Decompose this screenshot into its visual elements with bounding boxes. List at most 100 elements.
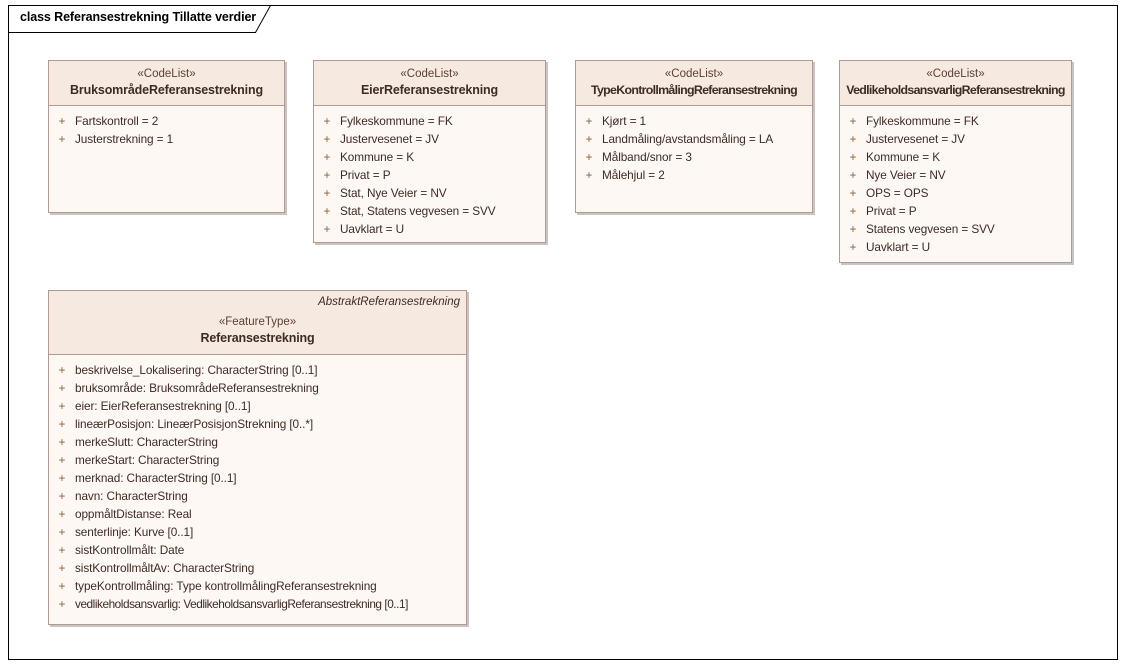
class-stereotype: «CodeList»: [400, 68, 459, 80]
visibility-marker: +: [849, 188, 857, 200]
attribute-row[interactable]: + vedlikeholdsansvarlig: Vedlikeholdsans…: [49, 595, 466, 613]
visibility-marker: +: [585, 134, 593, 146]
attribute-row[interactable]: + merknad: CharacterString [0..1]: [49, 469, 466, 487]
attribute-text: Justervesenet = JV: [866, 132, 965, 146]
attribute-row[interactable]: + Uavklart = U: [840, 238, 1071, 256]
class-header: «CodeList» EierReferansestrekning: [314, 61, 545, 106]
attribute-text: Målehjul = 2: [602, 168, 665, 182]
page-title: class Referansestrekning Tillatte verdie…: [20, 10, 257, 24]
attribute-row[interactable]: + eier: EierReferansestrekning [0..1]: [49, 397, 466, 415]
attribute-text: Stat, Nye Veier = NV: [340, 186, 447, 200]
attribute-row[interactable]: + Justervesenet = JV: [840, 130, 1071, 148]
attribute-text: Nye Veier = NV: [866, 168, 946, 182]
visibility-marker: +: [323, 116, 331, 128]
attribute-row[interactable]: + OPS = OPS: [840, 184, 1071, 202]
attribute-row[interactable]: + Privat = P: [314, 166, 545, 184]
attribute-row[interactable]: + Statens vegvesen = SVV: [840, 220, 1071, 238]
parent-class-name: AbstraktReferansestrekning: [318, 296, 460, 308]
attribute-row[interactable]: + Kjørt = 1: [576, 112, 812, 130]
class-box-vedlikeholdsansvarligreferansestrekning[interactable]: «CodeList» VedlikeholdsansvarligReferans…: [839, 60, 1072, 263]
attribute-text: Uavklart = U: [340, 222, 405, 236]
visibility-marker: +: [58, 527, 66, 539]
attribute-row[interactable]: + merkeStart: CharacterString: [49, 451, 466, 469]
visibility-marker: +: [323, 206, 331, 218]
visibility-marker: +: [323, 152, 331, 164]
class-header: AbstraktReferansestrekning «FeatureType»…: [49, 291, 466, 355]
visibility-marker: +: [323, 188, 331, 200]
attribute-row[interactable]: + Fylkeskommune = FK: [314, 112, 545, 130]
class-header: «CodeList» BruksområdeReferansestrekning: [49, 61, 284, 106]
class-name: VedlikeholdsansvarligReferansestrekning: [846, 83, 1065, 97]
attribute-text: sistKontrollmålt: Date: [75, 543, 185, 557]
attribute-text: OPS = OPS: [866, 186, 929, 200]
attribute-row[interactable]: + Målband/snor = 3: [576, 148, 812, 166]
attribute-row[interactable]: + merkeSlutt: CharacterString: [49, 433, 466, 451]
attribute-row[interactable]: + navn: CharacterString: [49, 487, 466, 505]
attribute-text: eier: EierReferansestrekning [0..1]: [75, 399, 251, 413]
class-box-typekontrollmalingreferansestrekning[interactable]: «CodeList» TypeKontrollmålingReferansest…: [575, 60, 813, 213]
attribute-text: oppmåltDistanse: Real: [75, 507, 192, 521]
attribute-row[interactable]: + Fartskontroll = 2: [49, 112, 284, 130]
attribute-row[interactable]: + Justervesenet = JV: [314, 130, 545, 148]
visibility-marker: +: [58, 116, 66, 128]
class-box-bruksomradereferansestrekning[interactable]: «CodeList» BruksområdeReferansestrekning…: [48, 60, 285, 213]
visibility-marker: +: [58, 134, 66, 146]
attribute-row[interactable]: + senterlinje: Kurve [0..1]: [49, 523, 466, 541]
attribute-row[interactable]: + Stat, Statens vegvesen = SVV: [314, 202, 545, 220]
class-header: «CodeList» TypeKontrollmålingReferansest…: [576, 61, 812, 106]
visibility-marker: +: [585, 170, 593, 182]
class-box-eierreferansestrekning[interactable]: «CodeList» EierReferansestrekning + Fylk…: [313, 60, 546, 243]
visibility-marker: +: [323, 224, 331, 236]
visibility-marker: +: [58, 437, 66, 449]
class-name: EierReferansestrekning: [360, 83, 499, 97]
class-box-referansestrekning[interactable]: AbstraktReferansestrekning «FeatureType»…: [48, 290, 467, 625]
class-header: «CodeList» VedlikeholdsansvarligReferans…: [840, 61, 1071, 106]
attribute-text: bruksområde: BruksområdeReferansestrekni…: [75, 381, 319, 395]
attribute-text: vedlikeholdsansvarlig: Vedlikeholdsansva…: [75, 597, 408, 611]
visibility-marker: +: [58, 563, 66, 575]
attribute-row[interactable]: + lineærPosisjon: LineærPosisjonStreknin…: [49, 415, 466, 433]
attribute-row[interactable]: + Stat, Nye Veier = NV: [314, 184, 545, 202]
visibility-marker: +: [849, 170, 857, 182]
visibility-marker: +: [58, 491, 66, 503]
visibility-marker: +: [849, 152, 857, 164]
attribute-row[interactable]: + sistKontrollmålt: Date: [49, 541, 466, 559]
attribute-row[interactable]: + Fylkeskommune = FK: [840, 112, 1071, 130]
visibility-marker: +: [58, 383, 66, 395]
attribute-text: Justerstrekning = 1: [75, 132, 174, 146]
attribute-row[interactable]: + oppmåltDistanse: Real: [49, 505, 466, 523]
attribute-text: Kommune = K: [340, 150, 414, 164]
visibility-marker: +: [849, 242, 857, 254]
attribute-row[interactable]: + sistKontrollmåltAv: CharacterString: [49, 559, 466, 577]
attribute-row[interactable]: + typeKontrollmåling: Type kontrollmålin…: [49, 577, 466, 595]
attribute-text: Målband/snor = 3: [602, 150, 692, 164]
attribute-text: navn: CharacterString: [75, 489, 188, 503]
attribute-row[interactable]: + Landmåling/avstandsmåling = LA: [576, 130, 812, 148]
attribute-row[interactable]: + Målehjul = 2: [576, 166, 812, 184]
class-attributes: + beskrivelse_Lokalisering: CharacterStr…: [49, 355, 466, 619]
visibility-marker: +: [849, 134, 857, 146]
attribute-row[interactable]: + Kommune = K: [840, 148, 1071, 166]
attribute-row[interactable]: + bruksområde: BruksområdeReferansestrek…: [49, 379, 466, 397]
attribute-text: Fartskontroll = 2: [75, 114, 159, 128]
attribute-text: beskrivelse_Lokalisering: CharacterStrin…: [75, 363, 318, 377]
visibility-marker: +: [323, 170, 331, 182]
attribute-text: Justervesenet = JV: [340, 132, 439, 146]
attribute-text: Fylkeskommune = FK: [340, 114, 453, 128]
visibility-marker: +: [585, 152, 593, 164]
attribute-row[interactable]: + Nye Veier = NV: [840, 166, 1071, 184]
attribute-row[interactable]: + Privat = P: [840, 202, 1071, 220]
attribute-row[interactable]: + Uavklart = U: [314, 220, 545, 238]
attribute-text: Stat, Statens vegvesen = SVV: [340, 204, 496, 218]
visibility-marker: +: [58, 545, 66, 557]
attribute-row[interactable]: + beskrivelse_Lokalisering: CharacterStr…: [49, 361, 466, 379]
visibility-marker: +: [58, 473, 66, 485]
visibility-marker: +: [58, 365, 66, 377]
class-attributes: + Fylkeskommune = FK + Justervesenet = J…: [840, 106, 1071, 262]
attribute-row[interactable]: + Justerstrekning = 1: [49, 130, 284, 148]
attribute-text: Kommune = K: [866, 150, 940, 164]
visibility-marker: +: [849, 116, 857, 128]
attribute-row[interactable]: + Kommune = K: [314, 148, 545, 166]
visibility-marker: +: [58, 401, 66, 413]
class-stereotype: «FeatureType»: [218, 316, 297, 328]
